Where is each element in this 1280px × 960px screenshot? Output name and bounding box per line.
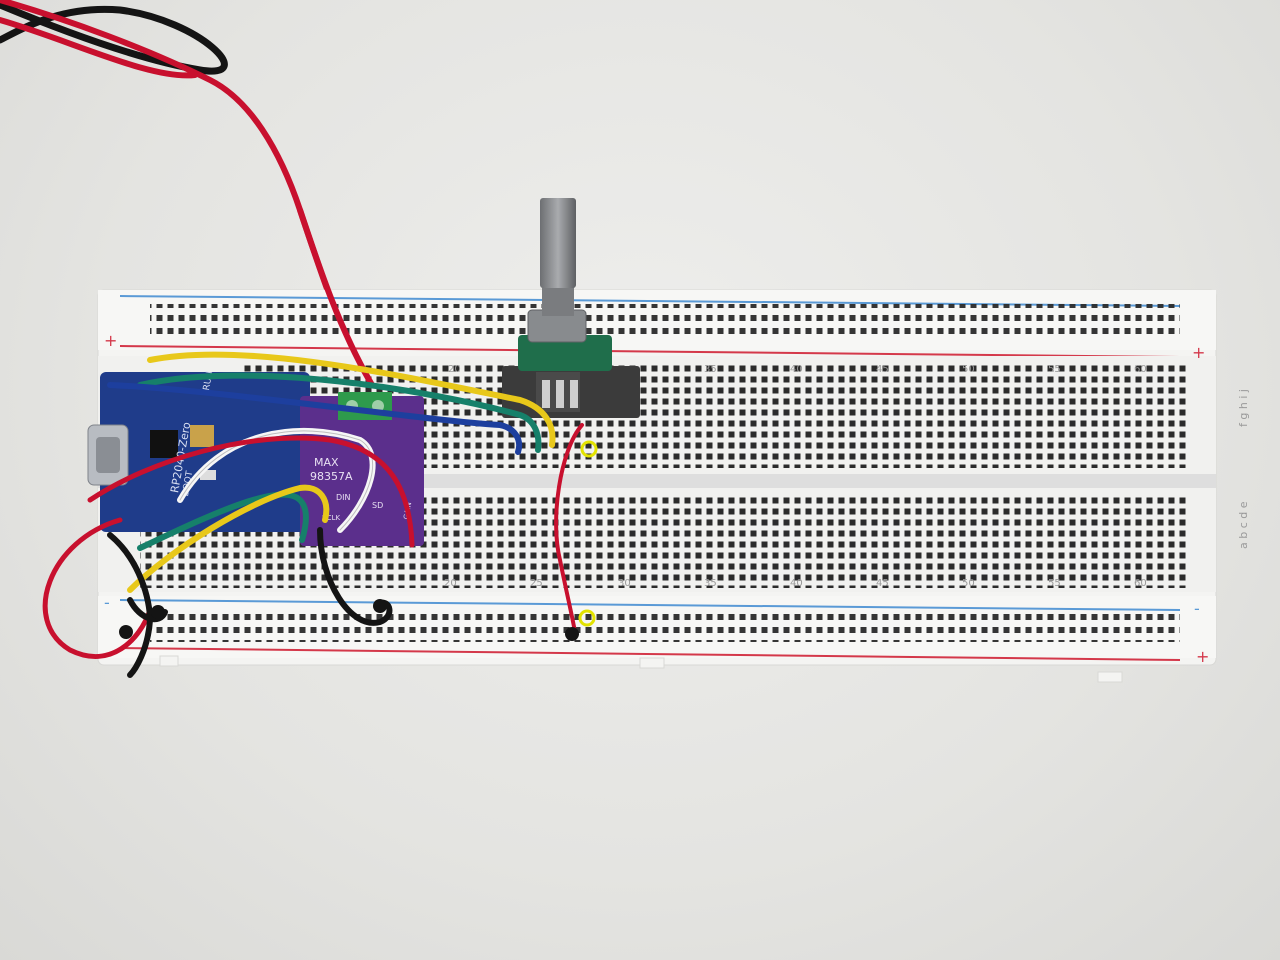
column-number: 50 bbox=[962, 364, 975, 375]
amplifier-pin-sd: SD bbox=[372, 501, 383, 510]
marker-bottom bbox=[578, 609, 596, 627]
column-number: 60 bbox=[1134, 364, 1147, 375]
marker-top bbox=[580, 440, 598, 458]
column-number: 25 bbox=[530, 578, 543, 589]
rail-plus-top-left: + bbox=[104, 331, 117, 350]
column-number: 50 bbox=[962, 578, 975, 589]
column-number: 35 bbox=[704, 578, 717, 589]
row-letters-top: f g h i j bbox=[1237, 389, 1250, 427]
column-number: 45 bbox=[876, 364, 889, 375]
amplifier-pin-bclk: BCLK bbox=[322, 514, 340, 522]
column-numbers-bottom: 20 25 30 35 40 45 50 55 60 bbox=[444, 578, 1147, 589]
column-number: 40 bbox=[790, 578, 803, 589]
rail-minus-bottom-left: - bbox=[104, 593, 110, 612]
rail-plus-top-right: + bbox=[1192, 343, 1205, 362]
rail-minus-bottom-right: - bbox=[1194, 599, 1200, 618]
column-number: 40 bbox=[790, 364, 803, 375]
column-number: 60 bbox=[1134, 578, 1147, 589]
row-letters-bottom: a b c d e bbox=[1237, 501, 1250, 549]
column-number: 55 bbox=[1048, 578, 1061, 589]
jumper-wires bbox=[42, 207, 584, 678]
column-number: 45 bbox=[876, 578, 889, 589]
column-number: 35 bbox=[704, 364, 717, 375]
column-number: 20 bbox=[448, 364, 461, 375]
amplifier-pin-din: DIN bbox=[336, 493, 351, 502]
amplifier-label-line2: 98357A bbox=[310, 470, 353, 483]
column-number: 55 bbox=[1048, 364, 1061, 375]
highlight-ring-icon bbox=[578, 440, 598, 627]
column-number: 30 bbox=[618, 578, 631, 589]
amplifier-label-line1: MAX bbox=[314, 456, 339, 469]
rail-plus-bottom-right: + bbox=[1196, 647, 1209, 666]
column-number: 20 bbox=[444, 578, 457, 589]
